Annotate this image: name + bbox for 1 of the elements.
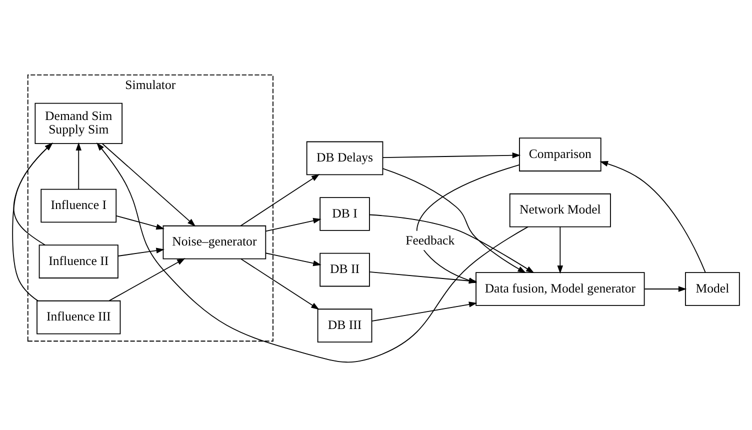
edge-label: Feedback [406, 233, 455, 248]
